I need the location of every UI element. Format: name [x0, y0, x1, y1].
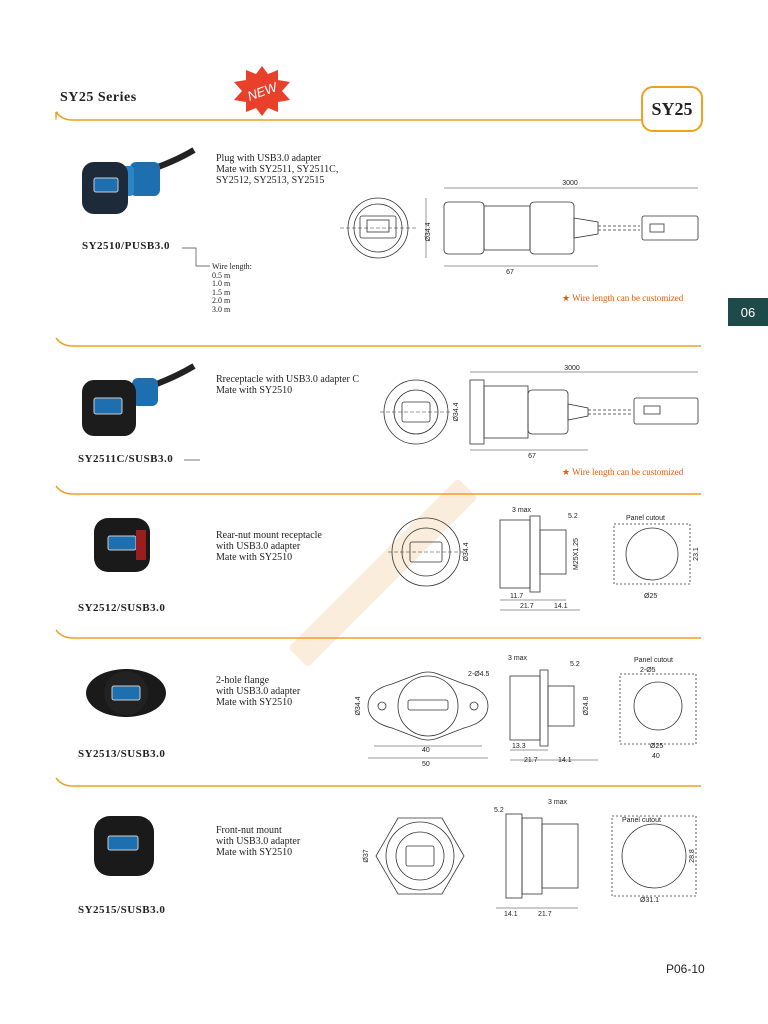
dim-cut-h: 28.8: [689, 849, 696, 863]
custom-note-text: Wire length can be customized: [572, 467, 684, 477]
product-photo-sy2515: [94, 816, 154, 876]
wire-length-item: 1.5 m: [212, 287, 231, 297]
section-border-2: [55, 337, 701, 347]
wire-length-label: Wire length:: [212, 262, 252, 271]
desc-line: SY2512, SY2513, SY2515: [216, 175, 325, 186]
panel-cutout-label: Panel cutout: [634, 657, 673, 664]
desc-line: with USB3.0 adapter: [216, 836, 301, 847]
dim-cut-h: 23.1: [693, 547, 700, 561]
dim-24-8: Ø24.8: [583, 696, 590, 715]
desc-line: Mate with SY2510: [216, 552, 293, 563]
desc-line: Plug with USB3.0 adapter: [216, 153, 321, 164]
desc-line: Rear-nut mount receptacle: [216, 530, 322, 541]
dim-diameter: Ø34.4: [453, 402, 460, 421]
desc-line: Rreceptacle with USB3.0 adapter C: [216, 374, 360, 385]
dim-total: 3000: [562, 180, 578, 187]
dim-14-1: 14.1: [554, 603, 568, 610]
wire-length-item: 3.0 m: [212, 304, 231, 314]
desc-line: Front-nut mount: [216, 825, 282, 836]
dim-cut-d: Ø25: [650, 743, 663, 750]
dim-5-2: 5.2: [570, 661, 580, 668]
custom-note-text: Wire length can be customized: [572, 293, 684, 303]
drawing-sy2511c: 3000 67 Ø34.4: [380, 365, 699, 460]
dim-21-7: 21.7: [538, 911, 552, 918]
dim-50: 50: [422, 761, 430, 768]
wire-length-item: 1.0 m: [212, 279, 231, 288]
dim-cut-d: Ø31.1: [640, 897, 659, 904]
dim-body: 67: [506, 269, 514, 276]
wire-length-item: 0.5 m: [212, 270, 231, 280]
dim-14-1: 14.1: [504, 911, 518, 918]
drawing-sy2510: 3000 67 Ø34.4: [340, 180, 699, 276]
product-photo-sy2512: [94, 518, 150, 572]
dim-diameter: Ø34.4: [425, 222, 432, 241]
section-border-5: [55, 777, 701, 787]
drawing-sy2515: Ø37 3 max 5.2 14.1 21.7 Panel cutout 28.…: [363, 799, 697, 918]
desc-line: with USB3.0 adapter: [216, 686, 301, 697]
desc-line: Mate with SY2511, SY2511C,: [216, 164, 339, 175]
custom-note-2: ★ Wire length can be customized: [562, 467, 683, 478]
dim-cut-d: Ø25: [644, 593, 657, 600]
wire-length-item: 2.0 m: [212, 296, 231, 305]
description-sy2512: Rear-nut mount receptacle with USB3.0 ad…: [216, 530, 322, 563]
wire-length-leader: [182, 247, 210, 267]
part-number-sy2513: SY2513/SUSB3.0: [78, 748, 166, 760]
dim-3max: 3 max: [548, 799, 568, 806]
dim-3max: 3 max: [512, 507, 532, 514]
wire-length-list: Wire length: 0.5 m 1.0 m 1.5 m 2.0 m 3.0…: [212, 262, 252, 314]
chapter-tab[interactable]: 06: [728, 298, 768, 326]
dim-5-2: 5.2: [494, 807, 504, 814]
part-number-sy2512: SY2512/SUSB3.0: [78, 602, 166, 614]
dim-diameter: Ø34.4: [355, 696, 362, 715]
new-badge: NEW: [232, 66, 292, 116]
dim-total: 3000: [564, 365, 580, 372]
product-photo-sy2513: [86, 669, 166, 717]
section-border-1: [55, 111, 641, 121]
part-number-leader: [184, 459, 200, 461]
dim-holes: 2-Ø4.5: [468, 671, 490, 678]
custom-note-1: ★ Wire length can be customized: [562, 293, 683, 304]
dim-11-7: 11.7: [510, 593, 523, 600]
drawing-sy2512: Ø34.4 3 max 5.2 M25X1.25 11.7 21.7 14.1 …: [388, 507, 700, 611]
dim-13-3: 13.3: [512, 743, 526, 750]
star-icon: ★: [562, 293, 571, 303]
panel-cutout-label: Panel cutout: [626, 515, 665, 522]
dim-5-2: 5.2: [568, 513, 578, 520]
dim-thread: M25X1.25: [573, 538, 580, 570]
dim-21-7: 21.7: [520, 603, 534, 610]
panel-cutout-label: Panel cutout: [622, 817, 661, 824]
desc-line: Mate with SY2510: [216, 697, 293, 708]
section-border-4: [55, 629, 701, 639]
product-photo-sy2510: [82, 147, 196, 214]
description-sy2510: Plug with USB3.0 adapter Mate with SY251…: [216, 153, 338, 186]
dim-diameter: Ø34.4: [463, 542, 470, 561]
drawing-sy2513: Ø34.4 2-Ø4.5 40 50 3 max 5.2 Ø24.8 13.3 …: [355, 655, 697, 768]
series-box: SY25: [641, 86, 703, 132]
dim-cut-w: 40: [652, 753, 660, 760]
section-border-3: [55, 485, 701, 495]
dim-21-7: 21.7: [524, 757, 538, 764]
dim-cut-holes: 2-Ø5: [640, 667, 656, 674]
desc-line: with USB3.0 adapter: [216, 541, 301, 552]
part-number-sy2510: SY2510/PUSB3.0: [82, 240, 170, 252]
desc-line: Mate with SY2510: [216, 385, 293, 396]
series-title: SY25 Series: [60, 90, 137, 105]
dim-14-1: 14.1: [558, 757, 572, 764]
page-number: P06-10: [666, 962, 705, 976]
part-number-sy2515: SY2515/SUSB3.0: [78, 904, 166, 916]
star-icon: ★: [562, 467, 571, 477]
part-number-sy2511c: SY2511C/SUSB3.0: [78, 453, 174, 465]
description-sy2513: 2-hole flange with USB3.0 adapter Mate w…: [216, 675, 300, 708]
desc-line: 2-hole flange: [216, 675, 270, 686]
dim-body: 67: [528, 453, 536, 460]
dim-diameter: Ø37: [363, 849, 370, 862]
desc-line: Mate with SY2510: [216, 847, 293, 858]
description-sy2511c: Rreceptacle with USB3.0 adapter C Mate w…: [216, 374, 359, 396]
dim-40: 40: [422, 747, 430, 754]
product-photo-sy2511c: [82, 363, 196, 436]
description-sy2515: Front-nut mount with USB3.0 adapter Mate…: [216, 825, 300, 858]
dim-3max: 3 max: [508, 655, 528, 662]
